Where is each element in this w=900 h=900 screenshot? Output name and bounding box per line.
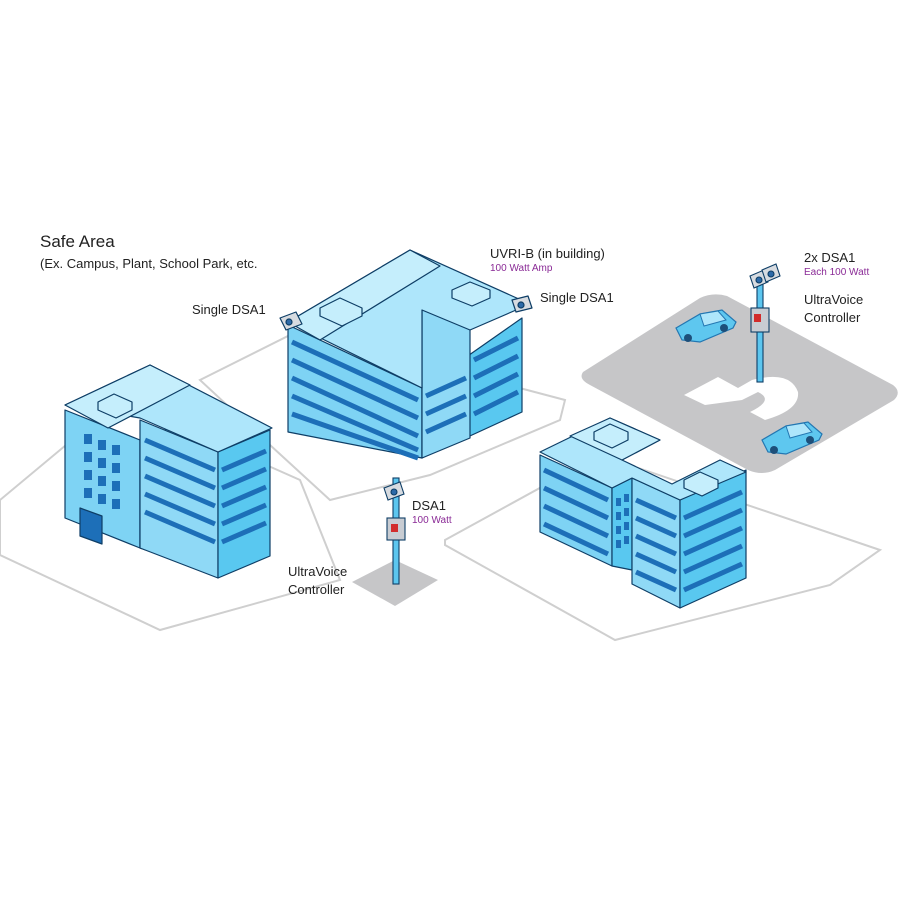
label-dsa-center-sub: 100 Watt [412, 515, 452, 526]
label-dsa-center-title: DSA1 [412, 498, 446, 513]
pole-center [383, 477, 406, 585]
pole-parking [749, 263, 781, 383]
building-center-stripes [290, 335, 520, 461]
building-right [539, 417, 747, 609]
parking-lot [581, 294, 898, 473]
building-center [279, 249, 533, 461]
building-right-stripes [542, 467, 744, 593]
parking-p-symbol [684, 376, 799, 420]
building-left [64, 364, 273, 579]
label-controller-parking-1: UltraVoice [804, 292, 864, 307]
building-left-stripes [144, 437, 267, 545]
building-right-roof-unit-2 [683, 471, 719, 497]
speaker-single-dsa-left [279, 311, 303, 331]
safe-area-title: Safe Area [40, 232, 115, 251]
label-uvri-sub: 100 Watt Amp [490, 263, 553, 274]
building-left-door [79, 507, 103, 545]
car-top [675, 309, 737, 343]
label-controller-center-1: UltraVoice [288, 564, 348, 579]
label-single-dsa-right: Single DSA1 [540, 290, 614, 305]
safe-area-subtitle: (Ex. Campus, Plant, School Park, etc. [40, 256, 258, 271]
label-uvri-title: UVRI-B (in building) [490, 246, 605, 261]
label-dsa-parking-sub: Each 100 Watt [804, 267, 870, 278]
building-right-windows [616, 494, 629, 548]
building-center-roof-unit-2 [451, 281, 491, 307]
label-dsa-parking-title: 2x DSA1 [804, 250, 856, 265]
label-controller-parking-2: Controller [804, 310, 861, 325]
car-bottom [761, 421, 823, 455]
label-controller-center-2: Controller [288, 582, 345, 597]
label-single-dsa-left: Single DSA1 [192, 302, 266, 317]
building-center-roof-unit-1 [319, 297, 363, 327]
speaker-single-dsa-right [511, 295, 533, 313]
building-left-windows [84, 434, 120, 509]
building-right-roof-unit-1 [593, 423, 629, 449]
parking-pad [581, 294, 898, 473]
building-left-roof-unit [97, 393, 133, 419]
